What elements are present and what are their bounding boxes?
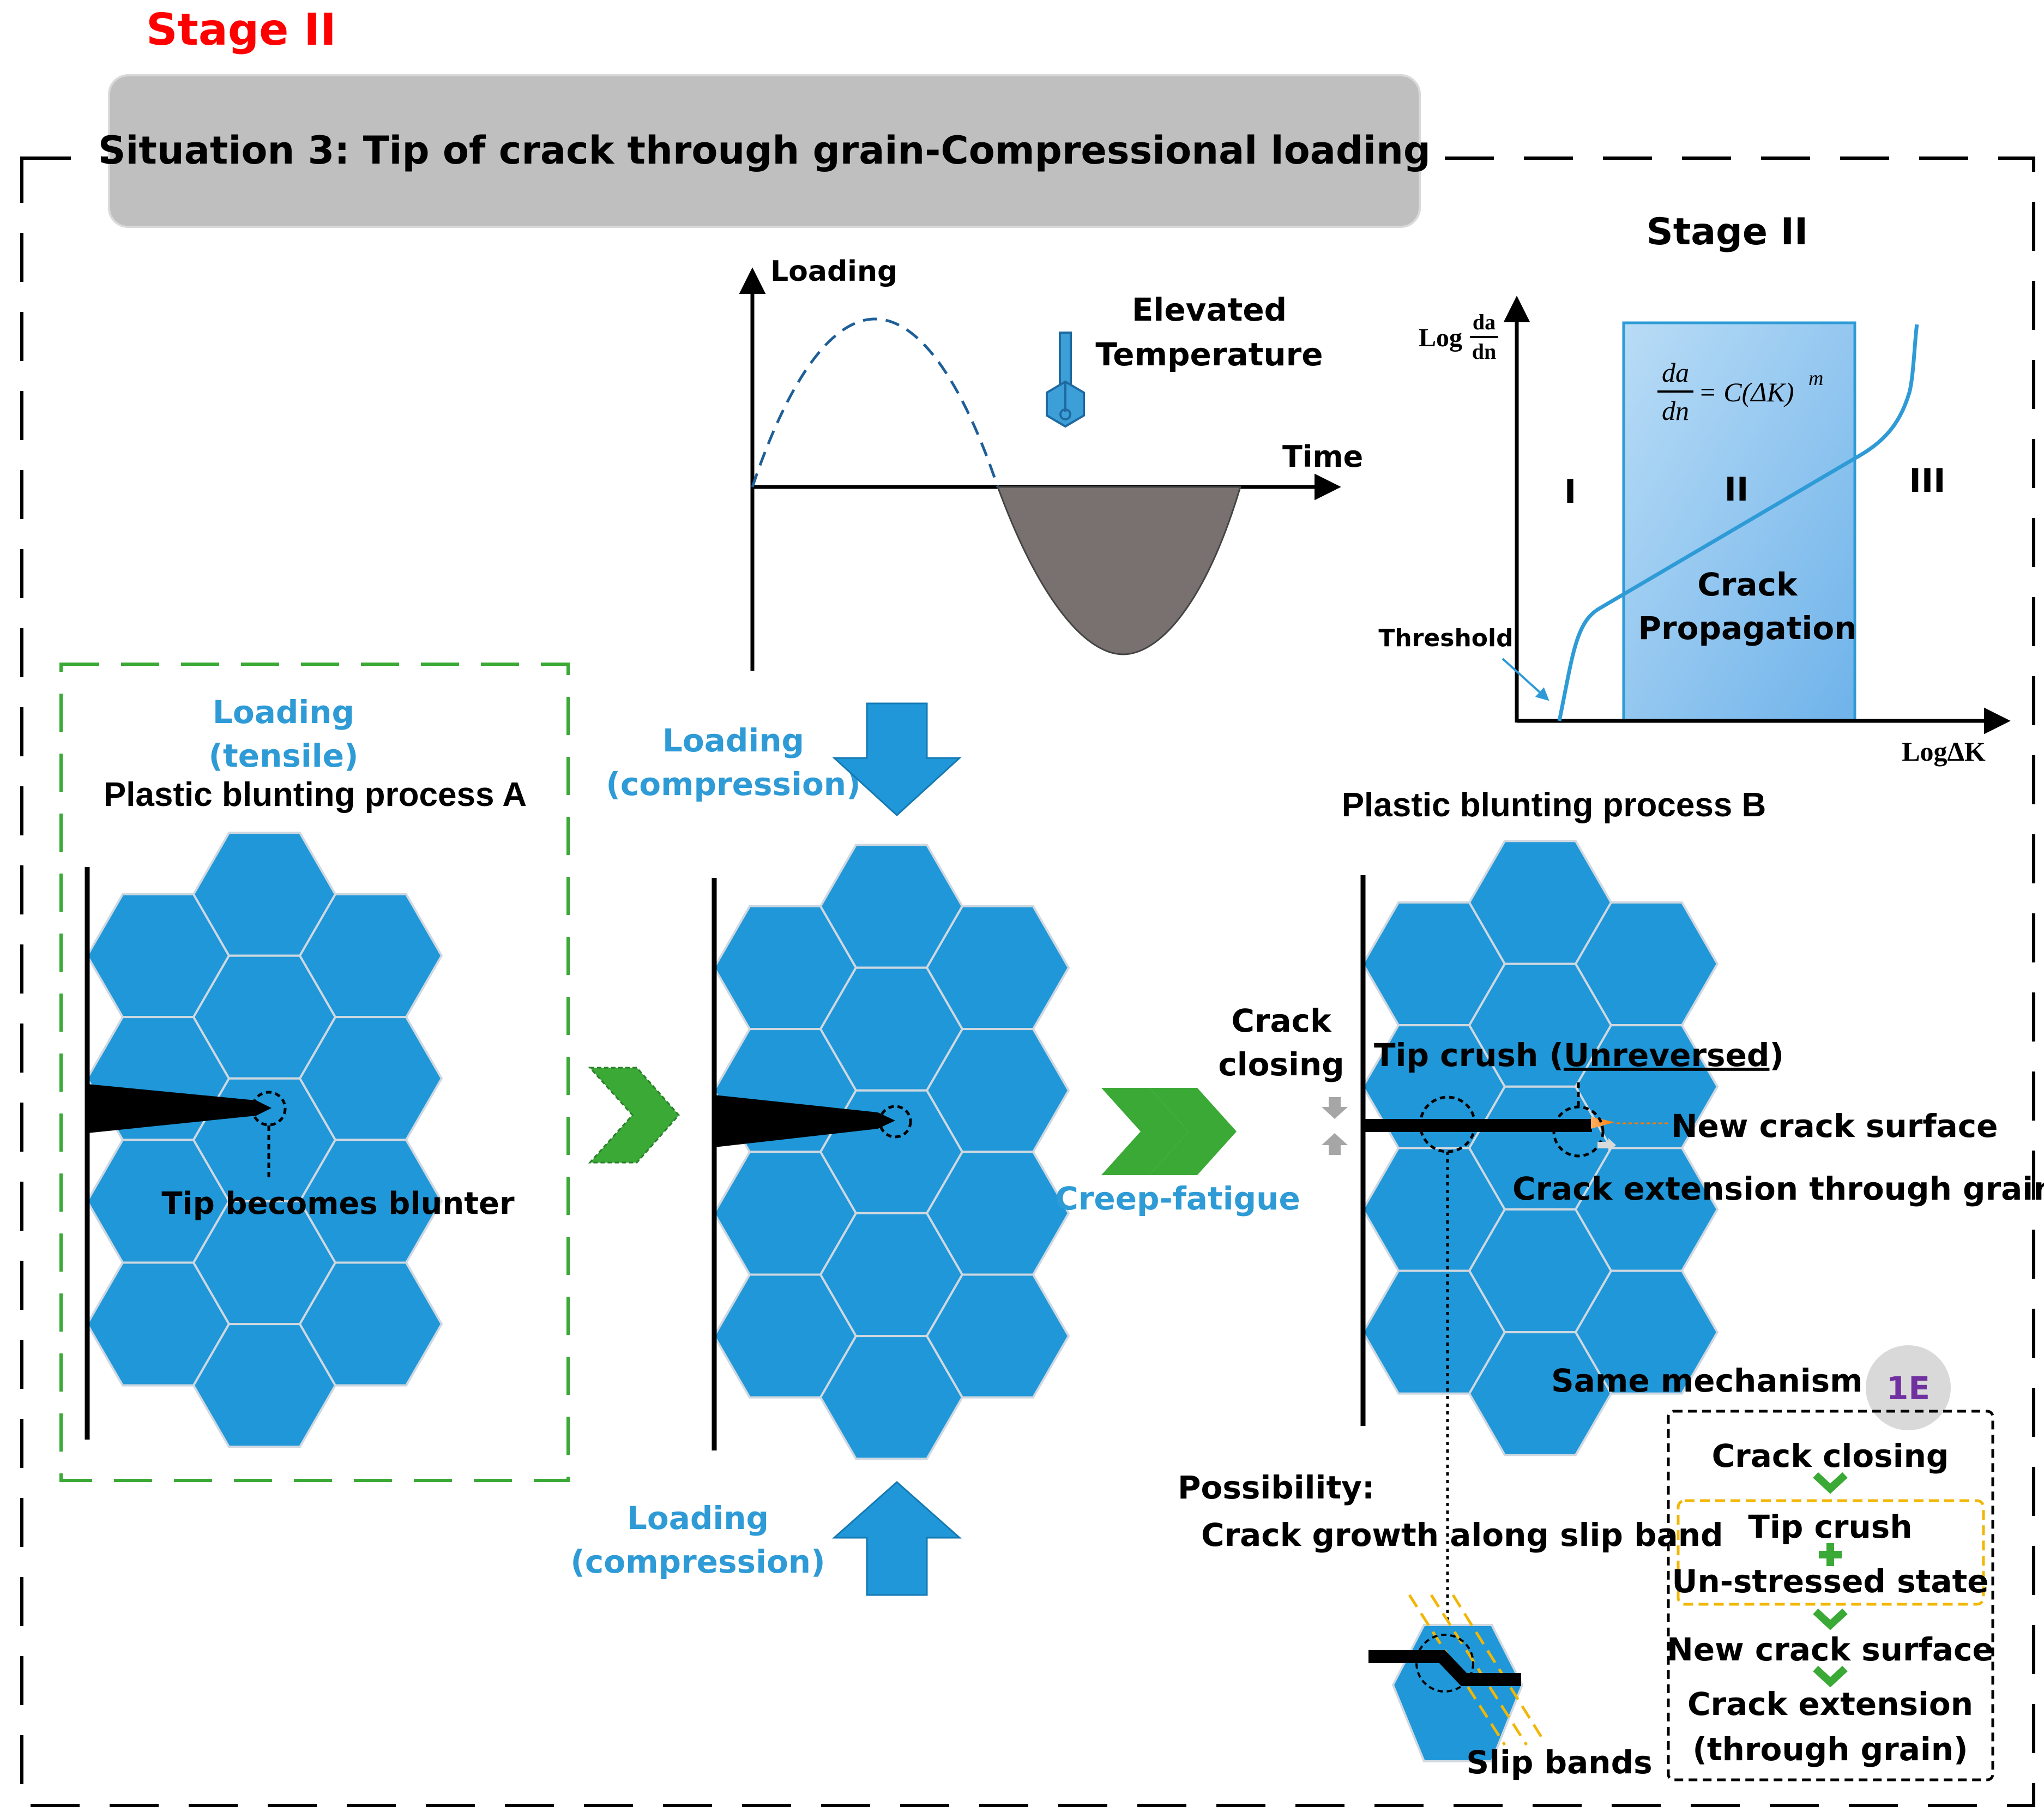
process-a-loading-label: Loading <box>213 694 354 731</box>
equation-exponent: m <box>1808 367 1823 390</box>
chart-x-label: LogΔK <box>1902 736 1986 767</box>
situation-header-box <box>108 74 1421 228</box>
new-crack-surface-stem <box>1591 1117 1615 1129</box>
middle-loading-top-label: Loading <box>662 722 804 759</box>
flow-step-tip-crush: Tip crush <box>1748 1508 1912 1545</box>
stage-ii-band <box>1622 321 1856 723</box>
grain-cluster-a-13 <box>298 1261 443 1387</box>
process-a-dashed-box <box>59 663 570 1482</box>
crack-closing-label-2: closing <box>1218 1046 1344 1083</box>
tip-crush-marker <box>1552 1105 1605 1158</box>
flow-box <box>1667 1410 1994 1781</box>
situation-title: Situation 3: Tip of crack through grain-… <box>98 128 1431 173</box>
tip-crush-sub-box <box>1677 1499 1985 1606</box>
double-chevron-arrow-1[interactable] <box>1101 1088 1189 1175</box>
crack-closing-label-1: Crack <box>1231 1002 1332 1039</box>
middle-compression-top-label: (compression) <box>606 766 860 803</box>
thermometer-icon <box>1046 332 1085 428</box>
flow-step-unstressed: Un-stressed state <box>1672 1563 1988 1600</box>
chart-stage-title: Stage II <box>1647 210 1808 254</box>
process-b-title: Plastic blunting process B <box>1342 786 1766 824</box>
same-mechanism-label: Same mechanism as <box>1551 1362 1914 1399</box>
region-ii-label: II <box>1725 471 1749 509</box>
temperature-label: Temperature <box>1095 336 1323 373</box>
slip-origin-marker <box>1419 1095 1476 1153</box>
new-crack-surface-label: New crack surface <box>1671 1107 1998 1145</box>
equation-rhs: = C(ΔK) <box>1698 377 1794 407</box>
flow-step-through-grain: (through grain) <box>1692 1731 1968 1768</box>
threshold-label: Threshold <box>1378 624 1513 652</box>
stage-title: Stage II <box>146 4 336 55</box>
crack-label: Crack <box>1697 566 1798 603</box>
process-a-tensile-label: (tensile) <box>209 737 359 774</box>
closing-arrow-down-icon <box>1322 1097 1348 1119</box>
crack-extension-label: Crack extension through grain <box>1512 1170 2044 1207</box>
crack-extension-arrow-icon <box>1597 1138 1616 1152</box>
outer-dashed-frame <box>20 156 2035 1807</box>
equation-numerator: da <box>1662 357 1689 388</box>
threshold-pointer <box>1502 658 1549 701</box>
loading-graph-x-label: Time <box>1282 440 1363 474</box>
compression-arrow-down <box>832 702 962 817</box>
plus-icon <box>1819 1543 1842 1566</box>
process-a-title: Plastic blunting process A <box>104 776 527 814</box>
badge-1e-label: 1E <box>1886 1370 1930 1407</box>
grain-cluster-middle <box>713 844 1070 1460</box>
flow-chevron-3 <box>1813 1665 1848 1688</box>
flow-chevron-2 <box>1813 1608 1848 1630</box>
equation-denominator: dn <box>1662 395 1689 426</box>
double-chevron-arrow-2[interactable] <box>1149 1088 1237 1175</box>
middle-crack-wedge <box>714 1095 895 1147</box>
tip-crush-suffix: ) <box>1769 1037 1784 1074</box>
tip-crush-label: Tip crush (Unreversed) <box>1374 1037 1784 1074</box>
chart-y-label-dn: dn <box>1472 339 1497 364</box>
propagation-label: Propagation <box>1638 610 1856 647</box>
loading-graph-y-label: Loading <box>770 255 897 288</box>
green-chevron-arrow[interactable] <box>588 1067 680 1164</box>
creep-fatigue-label: Creep-fatigue <box>1055 1180 1300 1217</box>
middle-loading-bottom-label: Loading <box>627 1500 769 1537</box>
badge-1e[interactable] <box>1866 1345 1951 1430</box>
chart-y-label-da: da <box>1473 310 1496 334</box>
chart-y-label-log: Log <box>1419 323 1462 352</box>
tip-becomes-blunter-label: Tip becomes blunter <box>161 1186 515 1221</box>
flow-step-crack-extension: Crack extension <box>1687 1685 1973 1723</box>
flow-step-crack-closing: Crack closing <box>1712 1437 1949 1474</box>
grain-cluster-a <box>86 832 443 1448</box>
region-i-label: I <box>1564 473 1576 511</box>
flow-step-new-crack-surface: New crack surface <box>1667 1631 1993 1668</box>
middle-tip-marker <box>878 1105 912 1139</box>
grain-cluster-m-13 <box>925 1273 1070 1399</box>
process-a-crack-wedge <box>87 1084 272 1133</box>
middle-compression-bottom-label: (compression) <box>570 1543 825 1580</box>
compressive-half-cycle <box>996 486 1242 655</box>
da-dn-chart: Stage II Log da dn LogΔK da dn = C(ΔK) m… <box>1378 210 2011 767</box>
possibility-label: Possibility: <box>1178 1469 1374 1506</box>
loading-time-graph: Loading Time Elevated Temperature <box>739 255 1363 671</box>
tip-crush-prefix: Tip crush ( <box>1374 1037 1564 1074</box>
closing-arrow-up-icon <box>1322 1133 1348 1155</box>
grain-cluster-b-13 <box>1574 1269 1719 1395</box>
compression-arrow-up <box>832 1480 962 1596</box>
slip-bands-label: Slip bands <box>1466 1744 1652 1781</box>
elevated-label: Elevated <box>1132 291 1287 328</box>
region-iii-label: III <box>1909 462 1946 500</box>
slip-band-grain <box>1368 1594 1545 1762</box>
tip-crush-unreversed: Unreversed <box>1564 1037 1769 1074</box>
slip-band-growth-label: Crack growth along slip band <box>1201 1516 1723 1554</box>
flow-chevron-1 <box>1813 1472 1848 1494</box>
crack-growth-curve <box>1557 324 1919 721</box>
process-a-tip-marker <box>251 1091 287 1127</box>
tensile-half-cycle <box>751 317 999 487</box>
